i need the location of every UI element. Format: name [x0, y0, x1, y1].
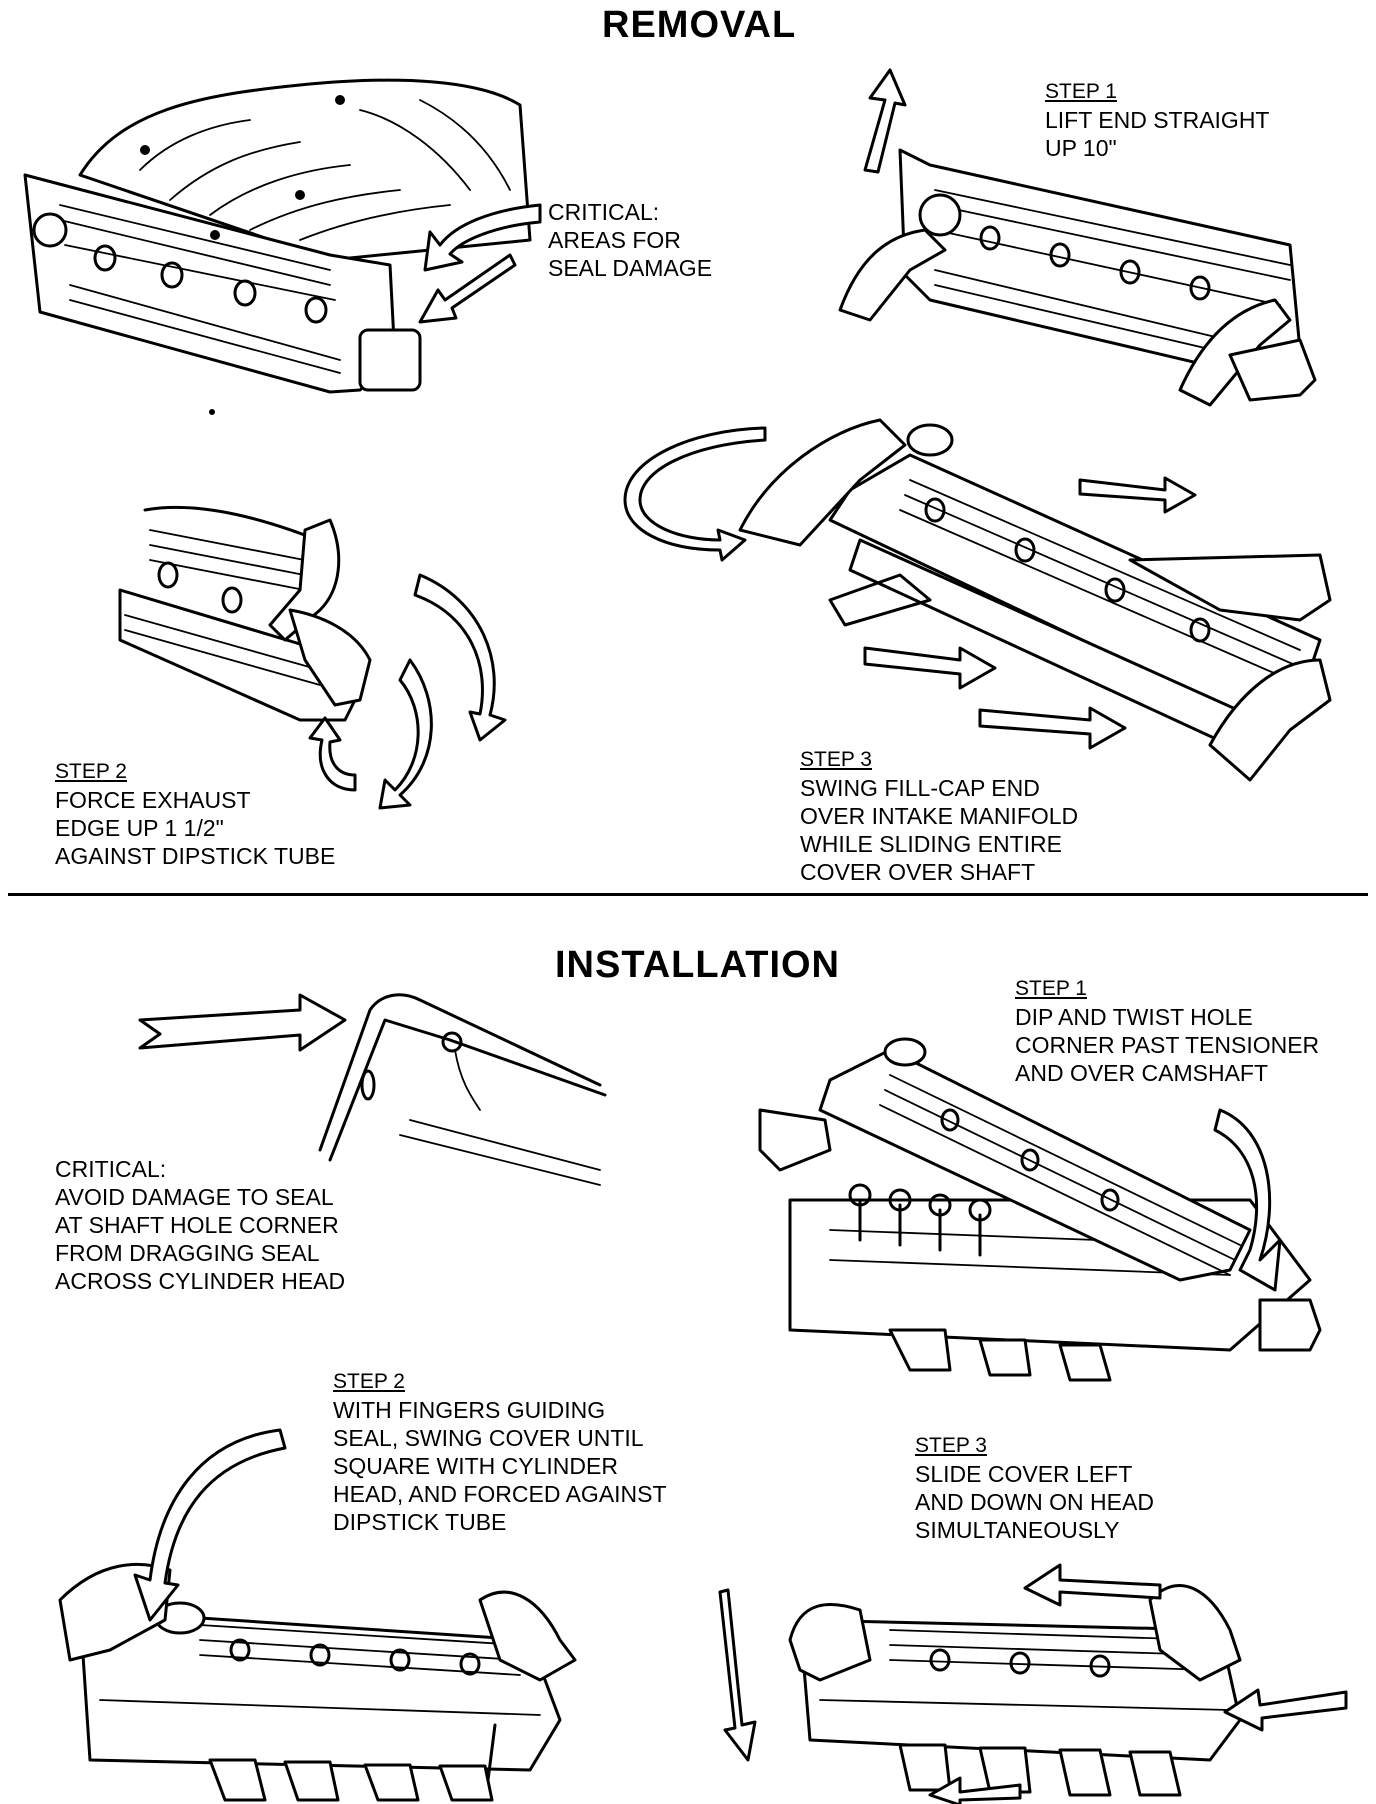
removal-step3-line: COVER OVER SHAFT — [800, 859, 1036, 885]
installation-step2-line: SQUARE WITH CYLINDER — [333, 1453, 618, 1479]
removal-step1-label: STEP 1 LIFT END STRAIGHT UP 10" — [1045, 78, 1270, 162]
installation-step2-illustration — [58, 1428, 577, 1802]
removal-step3-heading: STEP 3 — [800, 748, 872, 771]
installation-critical-line: CRITICAL: — [55, 1156, 167, 1182]
removal-engine-cover-illustration — [23, 78, 532, 415]
removal-step2-illustration — [118, 505, 507, 810]
removal-step1-heading: STEP 1 — [1045, 80, 1117, 103]
removal-step3-line: SWING FILL-CAP END — [800, 775, 1040, 801]
removal-critical-line: SEAL DAMAGE — [548, 255, 713, 281]
removal-step1-line: UP 10" — [1045, 135, 1117, 161]
installation-critical-line: ACROSS CYLINDER HEAD — [55, 1268, 346, 1294]
installation-critical-line: AVOID DAMAGE TO SEAL — [55, 1184, 334, 1210]
removal-critical-line: AREAS FOR — [548, 227, 681, 253]
installation-step3-label: STEP 3 SLIDE COVER LEFT AND DOWN ON HEAD… — [915, 1432, 1154, 1544]
installation-step3-line: SLIDE COVER LEFT — [915, 1461, 1133, 1487]
installation-step1-heading: STEP 1 — [1015, 977, 1087, 1000]
installation-step2-label: STEP 2 WITH FINGERS GUIDING SEAL, SWING … — [333, 1368, 667, 1536]
installation-step3-line: AND DOWN ON HEAD — [915, 1489, 1154, 1515]
installation-step1-label: STEP 1 DIP AND TWIST HOLE CORNER PAST TE… — [1015, 975, 1319, 1087]
critical-area-arrows — [418, 203, 542, 324]
installation-critical-line: AT SHAFT HOLE CORNER — [55, 1212, 339, 1238]
removal-step2-label: STEP 2 FORCE EXHAUST EDGE UP 1 1/2" AGAI… — [55, 758, 335, 870]
removal-step3-illustration — [623, 418, 1332, 782]
installation-critical-line: FROM DRAGGING SEAL — [55, 1240, 320, 1266]
installation-step1-line: CORNER PAST TENSIONER — [1015, 1032, 1320, 1058]
removal-step3-label: STEP 3 SWING FILL-CAP END OVER INTAKE MA… — [800, 746, 1078, 886]
installation-step3-heading: STEP 3 — [915, 1434, 987, 1457]
installation-step2-line: DIPSTICK TUBE — [333, 1509, 507, 1535]
removal-critical-line: CRITICAL: — [548, 199, 660, 225]
installation-step1-line: DIP AND TWIST HOLE — [1015, 1004, 1253, 1030]
installation-critical-illustration — [138, 993, 607, 1186]
removal-step2-heading: STEP 2 — [55, 760, 127, 783]
removal-step1-line: LIFT END STRAIGHT — [1045, 107, 1270, 133]
removal-step2-line: FORCE EXHAUST — [55, 787, 251, 813]
installation-step2-heading: STEP 2 — [333, 1370, 405, 1393]
installation-step3-illustration — [718, 1563, 1348, 1804]
removal-step3-line: OVER INTAKE MANIFOLD — [800, 803, 1079, 829]
removal-step2-line: AGAINST DIPSTICK TUBE — [55, 843, 336, 869]
installation-step2-line: SEAL, SWING COVER UNTIL — [333, 1425, 644, 1451]
removal-step1-illustration — [838, 68, 1317, 407]
section-divider — [8, 893, 1368, 896]
installation-step2-line: HEAD, AND FORCED AGAINST — [333, 1481, 667, 1507]
removal-step2-line: EDGE UP 1 1/2" — [55, 815, 224, 841]
installation-step2-line: WITH FINGERS GUIDING — [333, 1397, 606, 1423]
removal-critical-label: CRITICAL: AREAS FOR SEAL DAMAGE — [548, 198, 712, 282]
installation-step1-illustration — [758, 1037, 1322, 1382]
installation-step3-line: SIMULTANEOUSLY — [915, 1517, 1120, 1543]
installation-critical-label: CRITICAL: AVOID DAMAGE TO SEAL AT SHAFT … — [55, 1155, 345, 1295]
removal-step3-line: WHILE SLIDING ENTIRE — [800, 831, 1062, 857]
removal-title: REMOVAL — [602, 4, 797, 46]
installation-title: INSTALLATION — [555, 944, 840, 986]
installation-step1-line: AND OVER CAMSHAFT — [1015, 1060, 1269, 1086]
